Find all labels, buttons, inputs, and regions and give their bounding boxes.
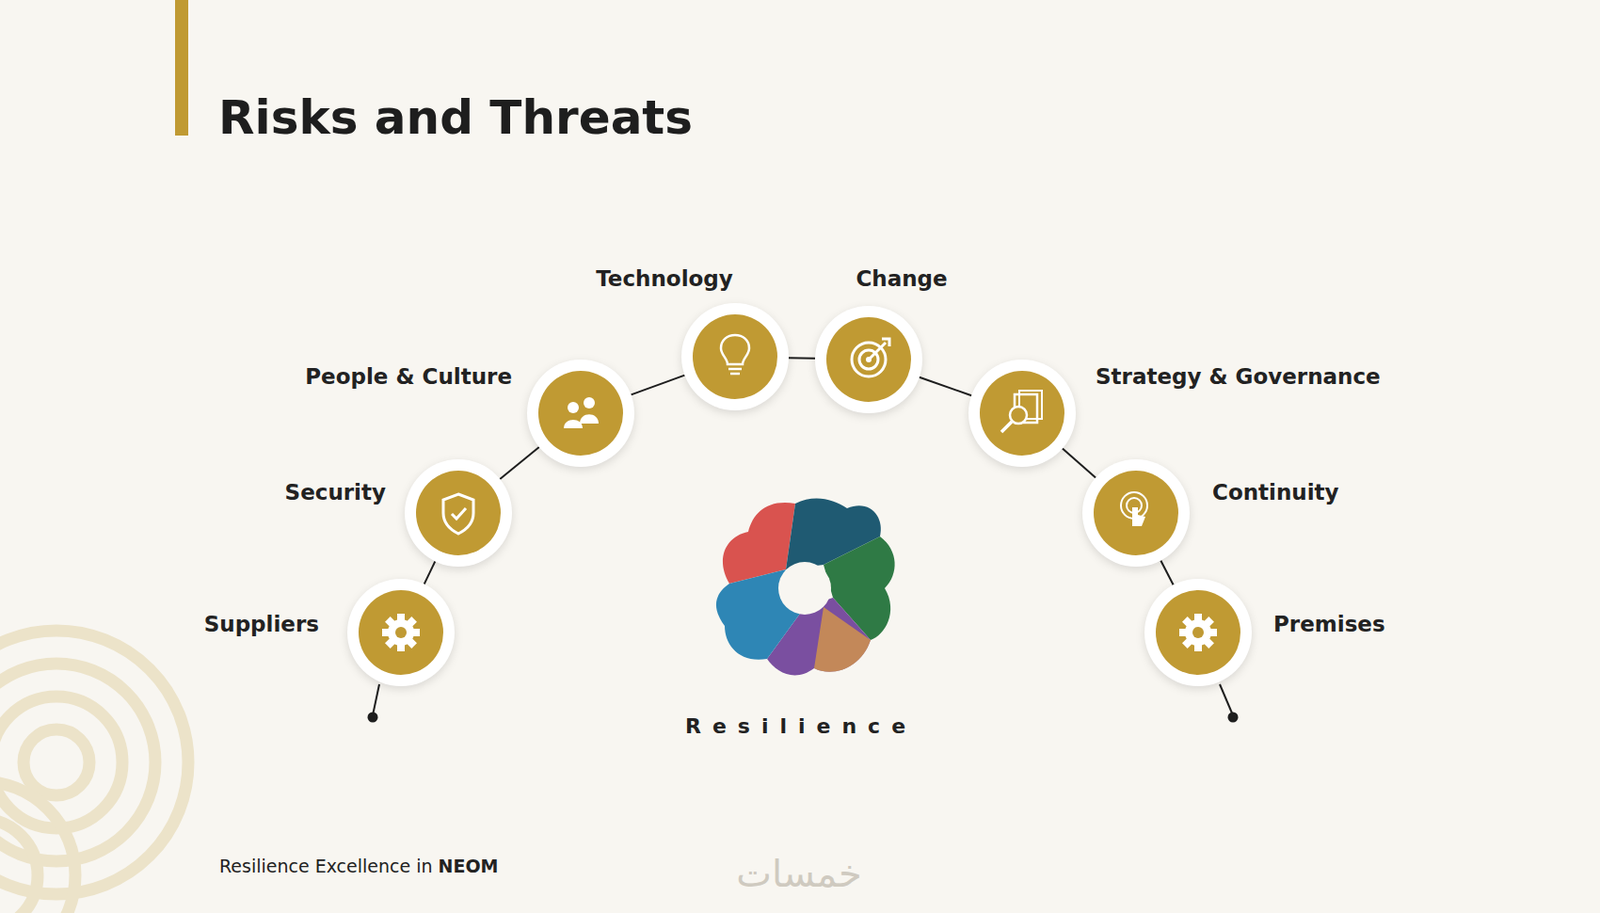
risk-label: Technology — [595, 268, 734, 290]
circle-icon — [404, 459, 512, 567]
circle-icon — [681, 303, 789, 411]
risk-circle: People & Culture — [527, 359, 635, 467]
risk-circle: Change — [815, 305, 923, 414]
circle-icon — [347, 578, 455, 687]
watermark: خمسات — [736, 851, 862, 896]
risk-circle: Suppliers — [347, 578, 455, 687]
tail-lines — [372, 684, 1233, 716]
risk-label: Strategy & Governance — [1095, 366, 1381, 388]
risk-label: Premises — [1273, 613, 1386, 636]
circle-icon — [1144, 578, 1252, 687]
risk-label: Security — [285, 481, 386, 504]
risk-label: People & Culture — [304, 366, 512, 388]
risk-circle: Security — [404, 459, 512, 567]
circle-icon — [527, 359, 635, 467]
arc-connector — [631, 375, 686, 396]
circle-icon — [1082, 459, 1190, 567]
arc-connector — [1160, 560, 1173, 586]
circle-icon — [968, 359, 1076, 467]
footer: Resilience Excellence in NEOM — [219, 855, 499, 877]
risk-label: Suppliers — [204, 613, 320, 636]
footer-brand: NEOM — [438, 855, 499, 877]
arc-connector — [424, 560, 436, 584]
risk-circle: Strategy & Governance — [968, 359, 1076, 467]
corner-ornament — [0, 630, 189, 913]
footer-text: Resilience Excellence in — [219, 855, 433, 877]
risk-label: Continuity — [1212, 481, 1340, 504]
risk-circle: Continuity — [1082, 459, 1190, 567]
arc-connector — [499, 447, 540, 480]
circle-icon — [815, 305, 923, 414]
risk-circle: Premises — [1144, 578, 1252, 687]
slide-title: Risks and Threats — [218, 90, 693, 145]
resilience-logo — [716, 498, 896, 676]
arc-connector — [788, 356, 816, 360]
tail-dot — [368, 712, 379, 723]
risk-label: Change — [855, 268, 947, 290]
risk-circle: Technology — [681, 303, 789, 411]
tail-dot — [1228, 712, 1239, 723]
logo-caption: Resilience — [685, 714, 917, 738]
arc-connector — [919, 377, 972, 396]
arc-connector — [1062, 448, 1096, 479]
accent-bar — [175, 0, 189, 136]
